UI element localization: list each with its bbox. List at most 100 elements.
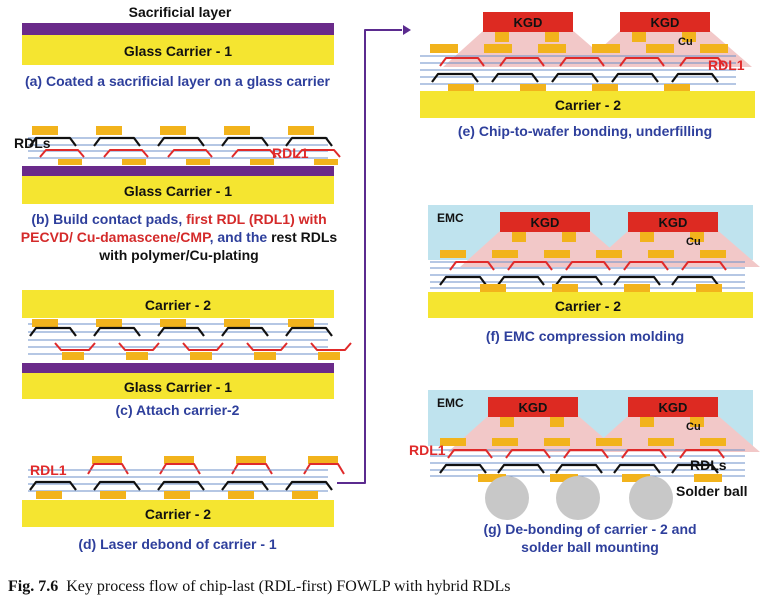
caption-b-part4: rest RDLs with polymer/Cu-plating: [99, 229, 338, 263]
cu-bump: [640, 232, 654, 242]
cu-bump: [682, 32, 696, 42]
carrier-2-label: Carrier - 2: [555, 97, 621, 113]
contact-pad: [32, 319, 58, 327]
rdl1-label: RDL1: [409, 442, 446, 458]
rdl1-trace: [447, 449, 493, 459]
cu-bump: [545, 32, 559, 42]
rdl1-trace: [231, 149, 277, 158]
bottom-pad: [186, 159, 210, 165]
kgd-label: KGD: [651, 15, 680, 30]
rdl-trace: [439, 275, 487, 286]
cu-bump: [512, 232, 526, 242]
rdl1-trace: [439, 57, 485, 67]
rdl-trace: [93, 326, 141, 337]
cu-bump: [690, 417, 704, 427]
bottom-pad: [592, 84, 618, 91]
rdl-trace: [157, 326, 205, 337]
rdl1-trace: [54, 342, 96, 351]
rdl1-trace: [39, 149, 85, 158]
top-pad: [544, 250, 570, 258]
caption-g: (g) De-bonding of carrier - 2 and solder…: [483, 521, 697, 555]
contact-pad: [96, 126, 122, 135]
rdl1-trace: [681, 261, 727, 271]
bottom-pad: [478, 474, 506, 482]
rdl-trace: [157, 480, 205, 491]
kgd-label: KGD: [514, 15, 543, 30]
rdl1-trace: [559, 57, 605, 67]
cu-bump: [632, 32, 646, 42]
rdl-trace: [555, 463, 603, 474]
contact-pad: [36, 491, 62, 499]
flow-arrow-line: [337, 29, 402, 484]
cu-bump: [495, 32, 509, 42]
rdl-trace: [613, 275, 661, 286]
top-pad: [648, 438, 674, 446]
bottom-pad: [448, 84, 474, 91]
rdls-label: RDLs: [690, 457, 727, 473]
bottom-pad: [122, 159, 146, 165]
kgd-label: KGD: [659, 400, 688, 415]
carrier-2: [428, 292, 753, 318]
flow-arrow-head: [403, 25, 411, 35]
rdl1-trace: [118, 342, 160, 351]
top-pad: [484, 44, 512, 53]
bottom-pad: [552, 284, 578, 292]
contact-pad: [160, 126, 186, 135]
rdl1-label: RDL1: [30, 462, 67, 478]
glass-carrier-label: Glass Carrier - 1: [124, 183, 232, 199]
cu-bump: [690, 232, 704, 242]
sacrificial-layer: [22, 23, 334, 35]
cu-bump: [562, 232, 576, 242]
figure-caption-text: Key process flow of chip-last (RDL-first…: [66, 578, 511, 595]
bottom-pad: [520, 84, 546, 91]
rdl-trace: [551, 72, 599, 83]
caption-b-part1: (b) Build contact pads,: [31, 211, 187, 227]
rdl-trace: [611, 72, 659, 83]
rdl-trace: [431, 72, 479, 83]
caption-b-part2: first RDL (RDL1) with PECVD/ Cu-damascen…: [20, 211, 327, 245]
figure-number: Fig. 7.6: [8, 578, 59, 595]
bottom-pad: [480, 284, 506, 292]
cu-label: Cu: [678, 36, 693, 48]
rdl-trace: [93, 480, 141, 491]
top-pad: [164, 456, 194, 464]
rdl-trace: [497, 275, 545, 286]
rdl1-trace: [246, 342, 288, 351]
rdl1-trace: [679, 449, 725, 459]
rdl1-trace: [499, 57, 545, 67]
underfill: [448, 407, 620, 452]
rdl1-trace: [103, 149, 149, 158]
rdl-trace: [29, 326, 77, 337]
rdl-trace: [555, 275, 603, 286]
rdl-trace: [671, 72, 719, 83]
contact-pad: [96, 319, 122, 327]
carrier-2: [420, 91, 755, 118]
rdl-trace: [497, 463, 545, 474]
rdl1-trace: [507, 261, 553, 271]
carrier-2-label: Carrier - 2: [145, 297, 211, 313]
cu-label: Cu: [686, 236, 701, 248]
bottom-pad: [190, 352, 212, 360]
rdl-trace: [671, 463, 719, 474]
sacrificial-layer-label: Sacrificial layer: [129, 4, 232, 20]
rdl1-trace: [563, 449, 609, 459]
top-pad: [646, 44, 674, 53]
kgd-label: KGD: [531, 215, 560, 230]
carrier-2: [22, 500, 334, 527]
caption-a: (a) Coated a sacrificial layer on a glas…: [24, 73, 331, 89]
contact-pad: [32, 126, 58, 135]
bottom-pad: [664, 84, 690, 91]
caption-c: (c) Attach carrier-2: [115, 402, 240, 418]
contact-pad: [224, 319, 250, 327]
rdl-trace: [285, 326, 333, 337]
kgd-label: KGD: [519, 400, 548, 415]
top-pad: [92, 456, 122, 464]
rdl1-trace: [505, 449, 551, 459]
top-pad: [592, 44, 620, 53]
rdl1-trace: [449, 261, 495, 271]
contact-pad: [160, 319, 186, 327]
